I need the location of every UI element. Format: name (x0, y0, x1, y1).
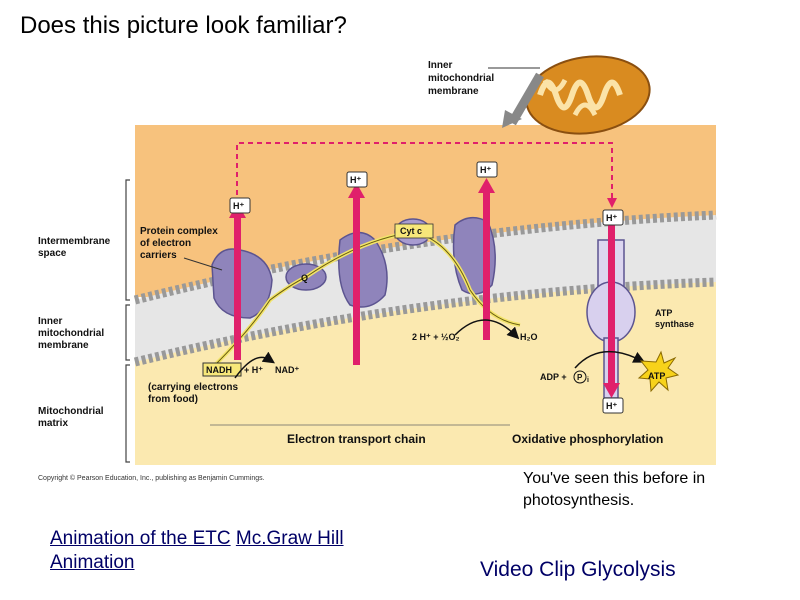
callout-inner-2: mitochondrial (428, 73, 494, 84)
svg-text:synthase: synthase (655, 319, 694, 329)
protein-complex-3: carriers (140, 250, 177, 261)
oxphos-label: Oxidative phosphorylation (512, 432, 663, 446)
nadh-arrow (234, 351, 275, 379)
side-matrix-1: Mitochondrial (38, 406, 104, 417)
mitochondrial-matrix-bg (135, 280, 716, 465)
h-plus-4: H⁺ (606, 213, 617, 223)
svg-text:(carrying electrons: (carrying electrons (148, 382, 238, 393)
svg-text:carriers: carriers (140, 250, 177, 261)
atp-synthase-1: ATP (655, 308, 672, 318)
side-brackets (125, 179, 130, 463)
callout-inner-1: Inner (428, 60, 453, 71)
callout-arrow (508, 72, 544, 126)
carrying-2: from food) (148, 394, 198, 405)
protein-complex-2: of electron (140, 238, 191, 249)
adp-label: ADP + (540, 372, 567, 382)
svg-text:space: space (38, 248, 67, 259)
mitochondrion-illustration (488, 55, 651, 135)
side-intermembrane-1: Intermembrane (38, 236, 111, 247)
side-inner-1: Inner (38, 316, 63, 327)
carrying-1: (carrying electrons (148, 382, 238, 393)
pi-label: P (577, 373, 583, 382)
q-label: Q (301, 273, 308, 283)
h-plus-3: H⁺ (480, 165, 491, 175)
svg-text:membrane: membrane (428, 86, 479, 97)
side-intermembrane-2: space (38, 248, 67, 259)
svg-text:Intermembrane: Intermembrane (38, 236, 111, 247)
h-plus-2: H⁺ (350, 175, 361, 185)
svg-text:mitochondrial: mitochondrial (38, 328, 104, 339)
slide-title: Does this picture look familiar? (20, 12, 347, 39)
h-plus-badges (229, 161, 624, 414)
h-plus-5: H⁺ (606, 401, 617, 411)
mcgraw-hill-animation-link[interactable]: Mc.Graw Hill Animation (50, 528, 344, 573)
side-inner-2: mitochondrial (38, 328, 104, 339)
inner-membrane (133, 210, 717, 367)
copyright-text: Copyright © Pearson Education, Inc., pub… (38, 474, 265, 482)
svg-text:mitochondrial: mitochondrial (428, 73, 494, 84)
atp-arrow (574, 350, 646, 369)
protein-complex-1: Protein complex (140, 226, 218, 237)
water-product: H₂O (520, 332, 538, 342)
callout-inner-3: membrane (428, 86, 479, 97)
water-arrow (454, 319, 520, 340)
svg-text:from food): from food) (148, 394, 198, 405)
svg-text:of electron: of electron (140, 238, 191, 249)
svg-text:Inner: Inner (38, 316, 63, 327)
svg-text:ATP: ATP (655, 308, 672, 318)
cyt-c-label: Cyt c (400, 226, 422, 236)
side-inner-3: membrane (38, 340, 89, 351)
animation-etc-link[interactable]: Animation of the ETC (50, 528, 231, 549)
plus-h-label: + H⁺ (244, 365, 263, 375)
svg-text:Protein complex: Protein complex (140, 226, 218, 237)
nadh-label: NADH (206, 365, 232, 375)
atp-label: ATP (648, 371, 665, 381)
video-clip-glycolysis[interactable]: Video Clip Glycolysis (480, 558, 676, 581)
nad-plus-label: NAD⁺ (275, 365, 299, 375)
atp-burst (637, 350, 680, 393)
atp-synthase-2: synthase (655, 319, 694, 329)
pi-sub: i (587, 377, 589, 384)
svg-text:Inner: Inner (428, 60, 453, 71)
etc-label: Electron transport chain (287, 432, 426, 446)
svg-text:membrane: membrane (38, 340, 89, 351)
side-matrix-2: matrix (38, 418, 68, 429)
animation-links: Animation of the ETC Mc.Graw Hill Animat… (50, 527, 390, 575)
svg-text:Mitochondrial: Mitochondrial (38, 406, 104, 417)
photosynthesis-caption: You've seen this before in photosynthesi… (523, 470, 706, 509)
water-reactants: 2 H⁺ + ½O₂ (412, 332, 460, 342)
h-plus-1: H⁺ (233, 201, 244, 211)
complex-1 (211, 248, 273, 319)
svg-text:matrix: matrix (38, 418, 68, 429)
